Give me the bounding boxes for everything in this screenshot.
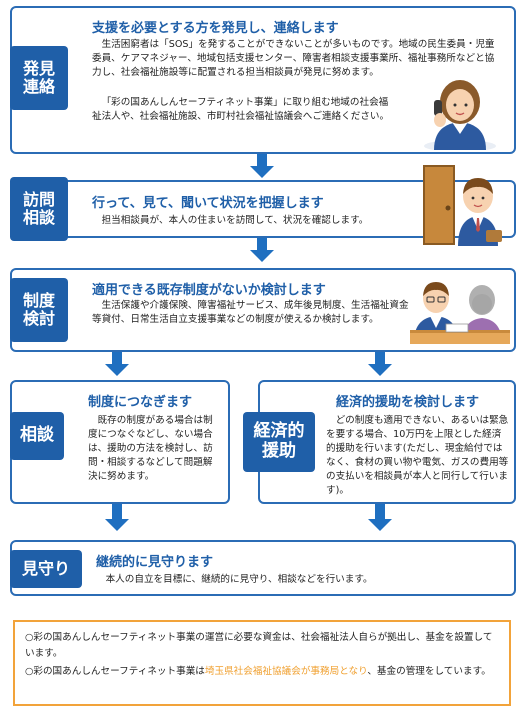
note-line2-post: 、基金の管理をしています。 <box>367 666 491 677</box>
arrow-visit-to-review <box>257 238 267 252</box>
phone-woman-illustration <box>424 80 496 150</box>
step-discovery-body1: 生活困窮者は「SOS」を発することができないことが多いものです。地域の民生委員・… <box>92 39 495 78</box>
step-consult-body: 既存の制度がある場合は制度につなぐなどし、ない場合は、援助の方法を検討し、訪問・… <box>88 415 213 482</box>
note-line2-pre: ○彩の国あんしんセーフティネット事業は <box>25 666 205 677</box>
step-discovery-tag-line2: 連絡 <box>22 77 55 96</box>
arrow-consult-to-watch-head <box>105 519 129 531</box>
arrow-consult-to-watch <box>112 504 122 520</box>
arrow-review-to-aid-head <box>368 364 392 376</box>
arrow-visit-to-review-head <box>250 250 274 262</box>
step-consult-tag: 相談 <box>10 412 64 460</box>
step-review-tag: 制度 検討 <box>10 278 68 342</box>
step-visit-tag-line2: 相談 <box>22 208 55 227</box>
step-consult-tag-line1: 相談 <box>20 425 54 446</box>
step-review-tag-line2: 検討 <box>22 309 55 328</box>
arrow-aid-to-watch-head <box>368 519 392 531</box>
visiting-man-illustration <box>423 165 502 246</box>
step-watch-box <box>10 540 516 596</box>
step-aid-tag-line2: 援助 <box>262 441 296 461</box>
step-visit-body: 担当相談員が、本人の住まいを訪問して、状況を確認します。 <box>101 215 369 226</box>
step-discovery-title: 支援を必要とする方を発見し、連絡します <box>92 21 339 36</box>
step-aid-tag: 経済的 援助 <box>243 412 315 472</box>
step-review-tag-line1: 制度 <box>22 290 55 310</box>
step-consult-title: 制度につなぎます <box>88 395 193 410</box>
arrow-discovery-to-visit <box>257 154 267 168</box>
step-watch-tag: 見守り <box>10 550 82 588</box>
step-review-body: 生活保護や介護保険、障害福祉サービス、成年後見制度、生活福祉資金等貸付、日常生活… <box>92 300 409 325</box>
step-aid-tag-line1: 経済的 <box>253 421 305 442</box>
step-discovery-tag-line1: 発見 <box>22 58 55 78</box>
arrow-review-to-aid <box>375 352 385 364</box>
note-line2-highlight: 埼玉県社会福祉協議会が事務局となり <box>204 666 368 677</box>
step-review-title: 適用できる既存制度がないか検討します <box>92 283 326 298</box>
note-line2: ○彩の国あんしんセーフティネット事業は埼玉県社会福祉協議会が事務局となり、基金の… <box>25 664 499 680</box>
step-visit-tag-line1: 訪問 <box>22 189 55 209</box>
step-watch-tag-line1: 見守り <box>21 558 70 578</box>
step-watch-title: 継続的に見守ります <box>96 555 214 570</box>
step-discovery-body2: 「彩の国あんしんセーフティネット事業」に取り組む地域の社会福祉法人や、社会福祉施… <box>92 97 390 122</box>
step-aid-title: 経済的援助を検討します <box>336 395 480 410</box>
step-aid-body: どの制度も適用できない、あるいは緊急を要する場合、10万円を上限とした経済的援助… <box>326 415 509 496</box>
note-line1: ○彩の国あんしんセーフティネット事業の運営に必要な資金は、社会福祉法人自らが拠出… <box>25 632 493 659</box>
arrow-review-to-consult <box>112 352 122 364</box>
step-watch-body: 本人の自立を目標に、継続的に見守り、相談などを行います。 <box>105 574 373 585</box>
arrow-discovery-to-visit-head <box>250 166 274 178</box>
arrow-aid-to-watch <box>375 504 385 520</box>
arrow-review-to-consult-head <box>105 364 129 376</box>
notes-box: ○彩の国あんしんセーフティネット事業の運営に必要な資金は、社会福祉法人自らが拠出… <box>13 620 511 706</box>
step-discovery-tag: 発見 連絡 <box>10 46 68 110</box>
meeting-illustration <box>410 282 510 344</box>
step-visit-title: 行って、見て、聞いて状況を把握します <box>92 196 324 211</box>
step-discovery-box <box>10 6 516 154</box>
step-visit-tag: 訪問 相談 <box>10 177 68 241</box>
